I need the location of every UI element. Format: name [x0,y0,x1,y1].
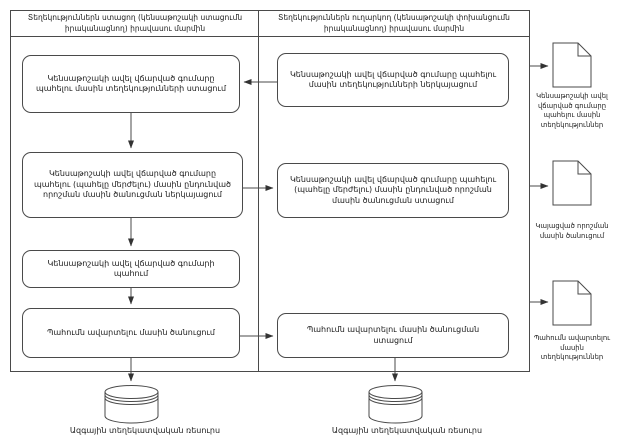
process-step-receive-info: Կենսաթոշակի ավել վճարված գումարը պահելու… [22,55,240,113]
lane-header-row: Տեղեկություններն ստացող (կենսաթոշակի ստա… [11,11,529,37]
document-label-withholding-info: Կենսաթոշակի ավել վճարված գումարը պահելու… [536,92,608,129]
document-label-completion-info: Պահումն ավարտելու մասին տեղեկություններ [533,334,611,362]
database-icon-national-resource-left [104,384,159,424]
process-step-completion-notice: Պահումն ավարտելու մասին ծանուցում [22,308,240,358]
database-label-right: Ազգային տեղեկատվական ռեսուրս [331,426,483,435]
process-step-receive-decision-notice: Կենսաթոշակի ավել վճարված գումարը պահելու… [277,163,509,218]
process-step-present-decision-notice: Կենսաթոշակի ավել վճարված գումարը պահելու… [22,152,243,218]
document-icon-completion-info [552,280,592,326]
database-label-left: Ազգային տեղեկատվական ռեսուրս [69,426,221,435]
document-icon-withholding-info [552,42,592,88]
process-step-present-info: Կենսաթոշակի ավել վճարված գումարը պահելու… [277,53,509,107]
lane-header-receiver: Տեղեկություններն ստացող (կենսաթոշակի ստա… [27,13,243,33]
document-label-decision-notice: Կայացված որոշման մասին ծանուցում [535,222,609,240]
process-step-receive-completion-notice: Պահումն ավարտելու մասին ծանուցման ստացու… [277,313,509,358]
process-step-withhold-amount: Կենսաթոշակի ավել վճարված գումարի պահում [22,250,240,288]
database-icon-national-resource-right [368,384,423,424]
lane-header-sender: Տեղեկություններն ուղարկող (կենսաթոշակի փ… [278,13,510,33]
document-icon-decision-notice [552,160,592,206]
lane-divider [258,11,259,371]
